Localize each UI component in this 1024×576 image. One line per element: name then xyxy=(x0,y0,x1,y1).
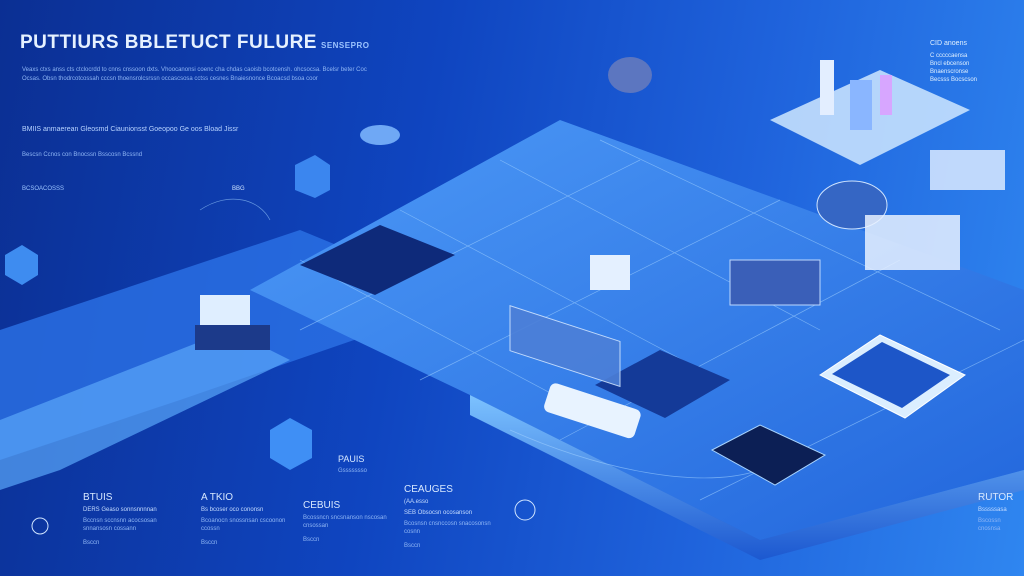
column-heading: CEBUIS xyxy=(303,500,341,511)
note-text: Bescsn Ccnos con Bnocssn Bsscosn Bcssnd xyxy=(22,152,143,158)
column-body: Bcosnsn cnsnccosn snacosonsn cosnn xyxy=(404,521,491,535)
center-small-label: BBG xyxy=(232,186,245,192)
column-foot: Bsccn xyxy=(83,540,100,546)
column-heading: A TKIO xyxy=(201,492,234,503)
top-right-legend: CID anoens C cccccaensa Bncl ebcenson Bn… xyxy=(930,40,1020,84)
info-column: CEAUGES (AA.esso SEB Obsocsn ocosanson B… xyxy=(404,484,494,550)
legend-line: C cccccaensa xyxy=(930,53,968,59)
floating-heading: PAUIS xyxy=(338,454,365,464)
cube-icon-center xyxy=(270,418,312,470)
column-sub: Bsssssasa xyxy=(978,507,1007,513)
title-tag: SENSEPRO xyxy=(320,41,370,50)
column-foot: Bsccn xyxy=(201,540,218,546)
devices xyxy=(5,57,1005,535)
platform-main xyxy=(250,120,1024,540)
column-tag: (AA.esso xyxy=(404,499,429,505)
column-body: Bccnsn sccnsnn acocsosan snnansosn cossa… xyxy=(83,518,157,532)
platform-edge xyxy=(470,395,1024,560)
subheading: BMIIS anmaerean Gleosmd Ciaunionsst Goeo… xyxy=(22,126,239,133)
column-body: Bscossn cnosnsa xyxy=(978,518,1001,532)
column-foot: Bsccn xyxy=(404,543,421,549)
column-heading: BTUIS xyxy=(83,492,113,503)
circuit-board xyxy=(300,225,455,295)
machine-block xyxy=(509,305,621,388)
column-heading: CEAUGES xyxy=(404,484,453,495)
legend-badge: CID anoens xyxy=(930,40,967,47)
grid-lines xyxy=(199,139,1024,501)
info-column: CEBUIS Bcossncn sncsnanson nscosan cnsos… xyxy=(303,500,393,544)
column-body: Bcossncn sncsnanson nscosan cnsossan xyxy=(303,515,387,529)
title-text: PUTTIURS BBLETUCT FULURE xyxy=(20,32,317,53)
phone-device xyxy=(710,424,827,486)
info-column: BTUIS DERS Geaso sonnsnnnnan Bccnsn sccn… xyxy=(83,492,173,547)
platform-lower-left xyxy=(0,330,290,490)
legend-line: Bncl ebcenson xyxy=(930,61,970,67)
column-sub: Bs bcoser oco cononsn xyxy=(201,507,264,513)
column-body: Bcoanocn snossnsan cscoonon ccossn xyxy=(201,518,286,532)
column-sub: SEB Obsocsn ocosanson xyxy=(404,510,473,516)
column-foot: Bsccn xyxy=(303,537,320,543)
floating-label: PAUIS Gssssssso xyxy=(338,455,428,475)
floating-sub: Gssssssso xyxy=(338,468,368,474)
cube-icon-left xyxy=(5,245,38,285)
info-column: RUTOR Bsssssasa Bscossn cnosnsa xyxy=(978,492,1024,533)
left-small-label: BCSOACOSSS xyxy=(22,186,65,192)
info-column: A TKIO Bs bcoser oco cononsn Bcoanocn sn… xyxy=(201,492,291,547)
legend-line: Bnaenscronse xyxy=(930,69,969,75)
legend-line: Becsss Bocscson xyxy=(930,77,978,83)
column-heading: RUTOR xyxy=(978,492,1014,503)
column-sub: DERS Geaso sonnsnnnnan xyxy=(83,507,157,513)
server-unit xyxy=(544,383,641,439)
intro-paragraph: Veaxs ctxs anss cts ctclocrdd to cnns cn… xyxy=(22,67,367,82)
